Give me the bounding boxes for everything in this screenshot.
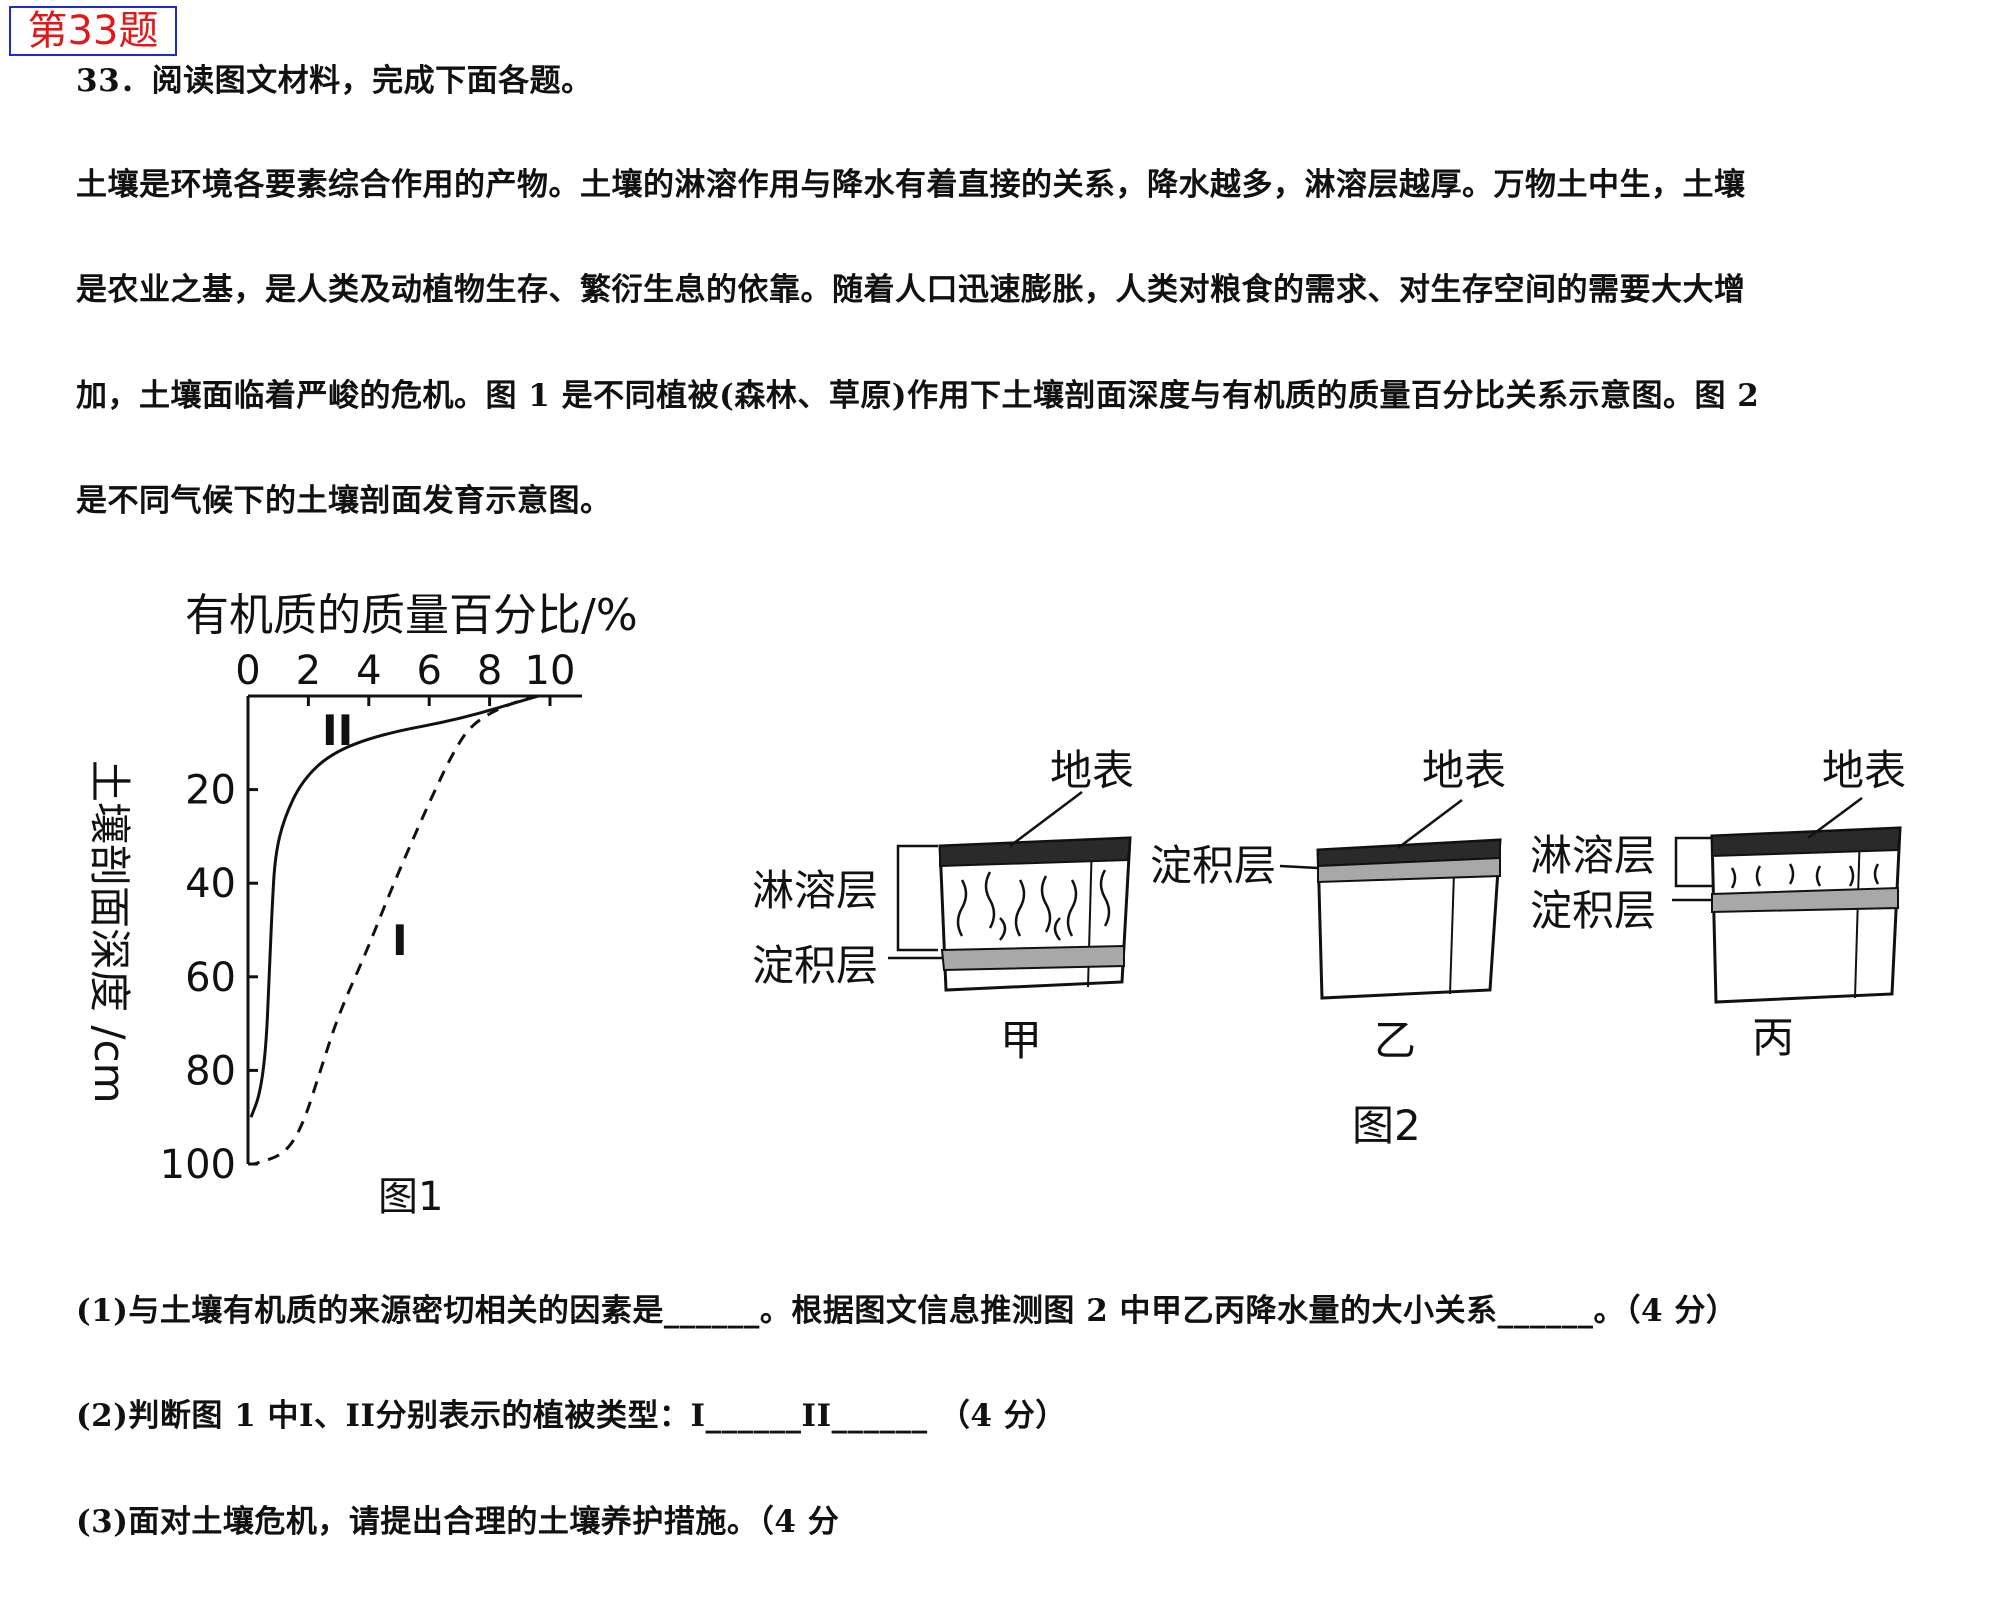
- question-title: 33．阅读图文材料，完成下面各题。: [76, 63, 593, 99]
- figure2: 地表 淋溶层 淀积层 甲 地表 淀积层 乙: [752, 746, 1906, 1150]
- soil-block-jia: 地表 淋溶层 淀积层 甲: [752, 746, 1134, 1065]
- y-tick-label: 40: [185, 861, 236, 907]
- jia-surface-label: 地表: [1050, 746, 1134, 795]
- bing-surface-label: 地表: [1822, 746, 1906, 795]
- soil-block-bing: 地表 淋溶层 淀积层 丙: [1530, 746, 1906, 1062]
- x-tick-label: 10: [525, 648, 576, 694]
- passage-line-4: 是不同气候下的土壤剖面发育示意图。: [76, 483, 612, 519]
- series-II-label: II: [322, 706, 353, 755]
- figure1-caption: 图1: [378, 1174, 443, 1220]
- yi-deposit-label: 淀积层: [1150, 841, 1276, 890]
- bing-deposit-label: 淀积层: [1530, 886, 1656, 935]
- yi-block-name: 乙: [1374, 1016, 1416, 1065]
- question-number-tag: 第33题: [9, 6, 177, 56]
- x-tick-label: 0: [235, 648, 260, 694]
- x-tick-label: 2: [296, 648, 321, 694]
- jia-deposit-label: 淀积层: [752, 941, 878, 990]
- soil-block-yi: 地表 淀积层 乙: [1150, 746, 1506, 1065]
- bing-block-name: 丙: [1752, 1013, 1794, 1062]
- passage-line-3: 加，土壤面临着严峻的危机。图 1 是不同植被(森林、草原)作用下土壤剖面深度与有…: [76, 378, 1760, 414]
- figure1-y-axis-title: 土壤剖面深度 /cm: [85, 760, 134, 1104]
- x-tick-label: 4: [356, 648, 381, 694]
- series-I-line: [253, 694, 539, 1166]
- question-3: (3)面对土壤危机，请提出合理的土壤养护措施。（4 分: [76, 1504, 840, 1540]
- jia-leach-label: 淋溶层: [752, 866, 878, 915]
- question-1: (1)与土壤有机质的来源密切相关的因素是______。根据图文信息推测图 2 中…: [76, 1293, 1738, 1329]
- y-tick-label: 100: [160, 1142, 236, 1188]
- figure1-x-axis-title: 有机质的质量百分比/%: [185, 590, 638, 641]
- x-tick-label: 6: [416, 648, 441, 694]
- series-II-line: [249, 694, 539, 1118]
- y-tick-label: 20: [185, 768, 236, 814]
- passage-line-1: 土壤是环境各要素综合作用的产物。土壤的淋溶作用与降水有着直接的关系，降水越多，淋…: [76, 167, 1746, 203]
- series-I-label: I: [392, 916, 408, 965]
- passage-line-2: 是农业之基，是人类及动植物生存、繁衍生息的依靠。随着人口迅速膨胀，人类对粮食的需…: [76, 272, 1746, 308]
- bing-leach-label: 淋溶层: [1530, 831, 1656, 880]
- figure2-caption: 图2: [1352, 1101, 1421, 1150]
- y-tick-label: 80: [185, 1048, 236, 1094]
- question-2: (2)判断图 1 中I、II分别表示的植被类型：I______II______ …: [76, 1398, 1067, 1434]
- y-tick-label: 60: [185, 955, 236, 1001]
- jia-block-name: 甲: [1000, 1016, 1042, 1065]
- x-tick-label: 8: [477, 648, 502, 694]
- yi-surface-label: 地表: [1422, 746, 1506, 795]
